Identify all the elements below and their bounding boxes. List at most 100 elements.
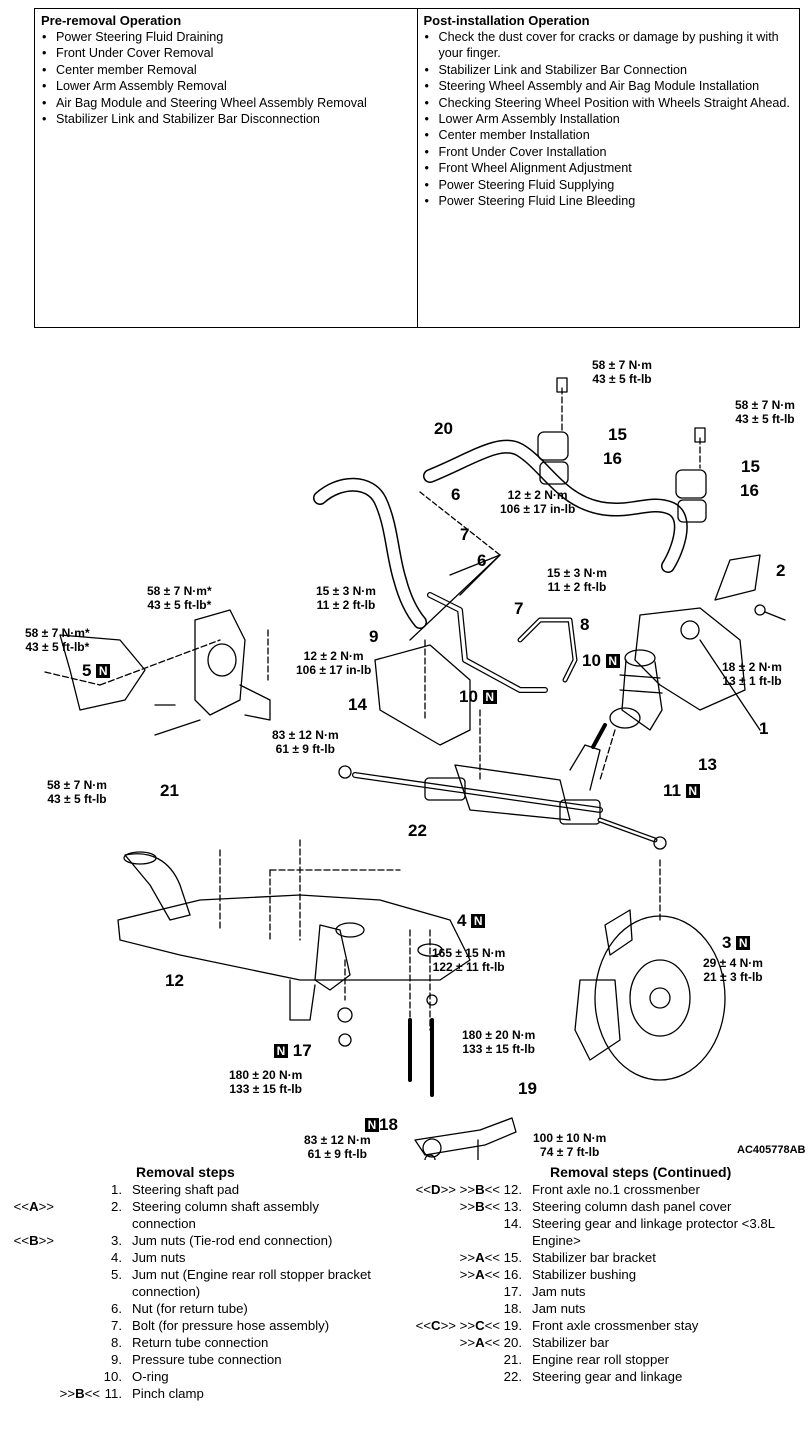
list-item: >>B<<11.Pinch clamp <box>59 1386 204 1401</box>
callout-20: 20 <box>434 419 453 438</box>
list-item: >>A<<15.Stabilizer bar bracket <box>459 1250 656 1265</box>
new-part-mark: N <box>274 1044 288 1058</box>
crossmember-drawing <box>117 839 471 1031</box>
callout-2: 2 <box>776 561 786 580</box>
callout-22: 22 <box>408 821 427 840</box>
callout-12: 12 <box>165 971 184 990</box>
list-item: Center member Removal <box>41 62 411 79</box>
callout-19: 19 <box>518 1079 537 1098</box>
list-item: Power Steering Fluid Line Bleeding <box>424 193 794 210</box>
callout-15: 15 <box>608 425 627 444</box>
list-item: 22.Steering gear and linkage <box>503 1369 683 1384</box>
post-installation-title: Post-installation Operation <box>423 13 590 28</box>
list-item: Lower Arm Assembly Removal <box>41 78 411 95</box>
list-item: Stabilizer Link and Stabilizer Bar Conne… <box>424 62 794 79</box>
list-item: Lower Arm Assembly Installation <box>424 111 794 128</box>
torque-label: 58 ± 7 N·m*43 ± 5 ft-lb* <box>25 626 90 654</box>
operations-table: Pre-removal Operation Power Steering Flu… <box>34 8 800 328</box>
list-item: 6.Nut (for return tube) <box>111 1301 248 1316</box>
stabilizer-bracket-drawing <box>537 377 707 523</box>
removal-steps-list: Removal steps 1.Steering shaft pad <<A>>… <box>0 1164 400 1402</box>
pre-removal-column: Pre-removal Operation Power Steering Flu… <box>35 9 417 327</box>
list-item: Front Under Cover Installation <box>424 144 794 161</box>
callout-16: 16 <box>740 481 759 500</box>
list-item: <<B>>3.Jum nuts (Tie-rod end connection) <box>13 1233 333 1248</box>
dash-panel-cover-drawing <box>634 554 786 731</box>
callout-5: 5 N <box>82 662 111 680</box>
list-item: >>B<<13.Steering column dash panel cover <box>459 1199 732 1214</box>
list-item: Center member Installation <box>424 127 794 144</box>
figure-code: AC405778AB <box>737 1144 806 1156</box>
list-item: 14.Steering gear and linkage protector <… <box>503 1216 775 1248</box>
pre-removal-list: Power Steering Fluid Draining Front Unde… <box>41 29 411 128</box>
new-part-mark: N <box>736 936 751 950</box>
list-item: 21.Engine rear roll stopper <box>503 1352 670 1367</box>
list-item: 1.Steering shaft pad <box>111 1182 240 1197</box>
torque-label: 58 ± 7 N·m*43 ± 5 ft-lb* <box>147 584 212 612</box>
list-item: Checking Steering Wheel Position with Wh… <box>424 95 794 112</box>
callout-10: 10 N <box>582 652 620 670</box>
callout-7: 7 <box>460 525 470 544</box>
dust-cover-drawing <box>599 649 663 781</box>
list-item: 8.Return tube connection <box>111 1335 269 1350</box>
callout-7: 7 <box>514 599 524 618</box>
callout-8: 8 <box>580 615 590 634</box>
list-item: 4.Jum nuts <box>111 1250 186 1265</box>
callout-13: 13 <box>698 755 717 774</box>
list-item: 5.Jum nut (Engine rear roll stopper brac… <box>111 1267 371 1299</box>
callout-17: N 17 <box>274 1042 312 1060</box>
roll-stopper-drawing <box>44 609 271 736</box>
callout-6: 6 <box>451 485 461 504</box>
callout-15: 15 <box>741 457 760 476</box>
removal-steps-continued-title: Removal steps (Continued) <box>550 1164 732 1180</box>
pre-removal-title: Pre-removal Operation <box>41 13 182 28</box>
removal-steps-continued-list: Removal steps (Continued) <<D>> >>B<<12.… <box>400 1164 805 1385</box>
list-item: 9.Pressure tube connection <box>111 1352 282 1367</box>
list-item: <<C>> >>C<<19.Front axle crossmenber sta… <box>415 1318 699 1333</box>
new-part-mark: N <box>96 664 111 678</box>
new-part-mark: N <box>471 914 486 928</box>
list-item: Power Steering Fluid Supplying <box>424 177 794 194</box>
list-item: Steering Wheel Assembly and Air Bag Modu… <box>424 78 794 95</box>
new-part-mark: N <box>605 654 620 668</box>
new-part-mark: N <box>365 1118 379 1132</box>
callout-1: 1 <box>759 719 769 738</box>
new-part-mark: N <box>482 690 497 704</box>
stay-drawing <box>337 994 517 1160</box>
list-item: >>A<<20.Stabilizer bar <box>459 1335 609 1350</box>
list-item: Power Steering Fluid Draining <box>41 29 411 46</box>
list-item: Front Under Cover Removal <box>41 45 411 62</box>
list-item: Air Bag Module and Steering Wheel Assemb… <box>41 95 411 112</box>
list-item: 17.Jam nuts <box>503 1284 586 1299</box>
diagram-drawing <box>44 377 786 1160</box>
callout-9: 9 <box>369 627 379 646</box>
list-item: <<D>> >>B<<12.Front axle no.1 crossmenbe… <box>415 1182 700 1197</box>
knuckle-drawing <box>574 859 726 1081</box>
tube-drawing <box>409 491 578 693</box>
list-item: <<A>>2.Steering column shaft assembly co… <box>13 1199 319 1231</box>
list-item: Front Wheel Alignment Adjustment <box>424 160 794 177</box>
list-item: 7.Bolt (for pressure hose assembly) <box>111 1318 330 1333</box>
callout-6: 6 <box>477 551 487 570</box>
callout-10: 10 N <box>459 688 497 706</box>
new-part-mark: N <box>685 784 700 798</box>
list-item: Check the dust cover for cracks or damag… <box>424 29 794 62</box>
list-item: 10.O-ring <box>103 1369 169 1384</box>
callout-3: 3 N <box>722 934 751 952</box>
post-installation-list: Check the dust cover for cracks or damag… <box>424 29 794 210</box>
